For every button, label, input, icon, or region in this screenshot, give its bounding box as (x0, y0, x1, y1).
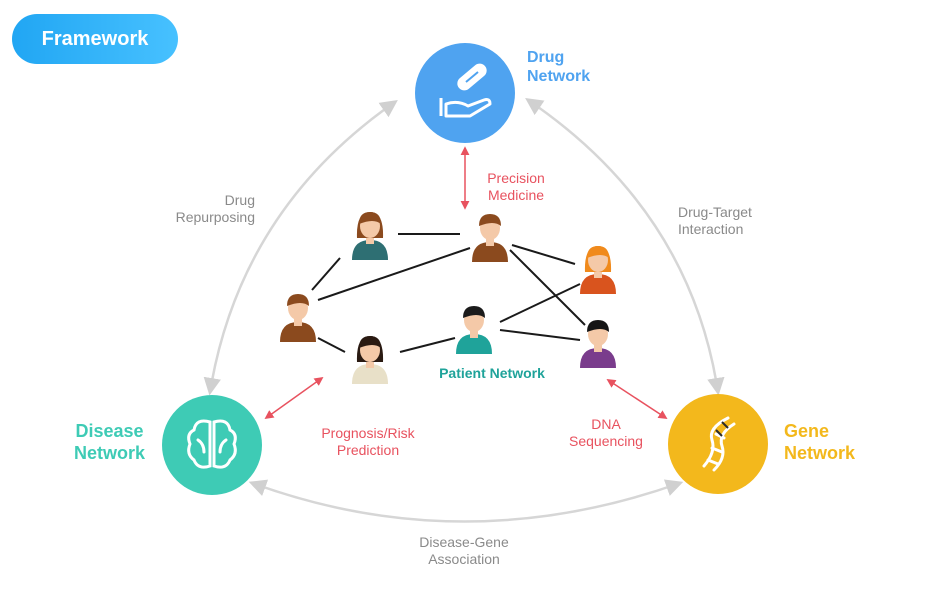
dna-sequencing-line2: Sequencing (569, 432, 643, 449)
drug-target-line2: Interaction (678, 220, 744, 237)
dna-sequencing-label: DNA Sequencing (556, 416, 656, 450)
disease-gene-label: Disease-Gene Association (404, 534, 524, 568)
link-prognosis (264, 376, 324, 420)
disease-network-label: Disease Network (74, 421, 145, 464)
framework-badge: Framework (12, 14, 178, 64)
prognosis-line1: Prognosis/Risk (321, 425, 415, 441)
pill-hand-icon (439, 63, 492, 118)
drug-repurposing-label: Drug Repurposing (155, 192, 255, 226)
drug-network-label: Drug Network (527, 48, 590, 86)
dna-icon (702, 416, 736, 472)
disease-gene-line1: Disease-Gene (419, 534, 509, 550)
precision-medicine-line2: Medicine (487, 186, 545, 203)
patient-avatar (580, 246, 616, 294)
patient-avatar (580, 320, 616, 368)
patient-avatar (472, 214, 508, 262)
link-dna-sequencing (606, 379, 668, 419)
disease-gene-line2: Association (428, 550, 500, 567)
gene-label-line1: Gene (784, 421, 830, 441)
drug-network-node (415, 43, 515, 143)
arc-disease-gene (248, 479, 684, 523)
brain-icon (187, 419, 237, 469)
dna-sequencing-line1: DNA (591, 416, 621, 432)
disease-label-line2: Network (74, 442, 146, 463)
gene-label-line2: Network (784, 442, 856, 463)
prognosis-label: Prognosis/Risk Prediction (304, 425, 432, 459)
precision-medicine-line1: Precision (487, 170, 545, 186)
precision-medicine-label: Precision Medicine (476, 170, 556, 204)
patient-avatar (280, 294, 316, 342)
arc-drug-gene (525, 98, 725, 396)
dna-accent-icon (715, 421, 729, 437)
drug-repurposing-line1: Drug (224, 192, 255, 208)
prognosis-line2: Prediction (336, 441, 400, 458)
drug-repurposing-line2: Repurposing (175, 208, 255, 225)
arc-drug-disease (203, 99, 398, 396)
patient-avatar (456, 306, 492, 354)
drug-target-line1: Drug-Target (678, 204, 752, 220)
gene-network-node (668, 394, 768, 494)
drug-label-line2: Network (527, 68, 591, 86)
patient-avatar (352, 336, 388, 384)
disease-network-node (162, 395, 262, 495)
drug-target-label: Drug-Target Interaction (678, 204, 752, 238)
drug-label-line1: Drug (527, 49, 565, 66)
patient-network-edges (311, 233, 586, 353)
patient-network-label: Patient Network (439, 365, 545, 381)
disease-label-line1: Disease (75, 421, 144, 441)
gene-network-label: Gene Network (784, 421, 855, 464)
patient-avatar (352, 212, 388, 260)
